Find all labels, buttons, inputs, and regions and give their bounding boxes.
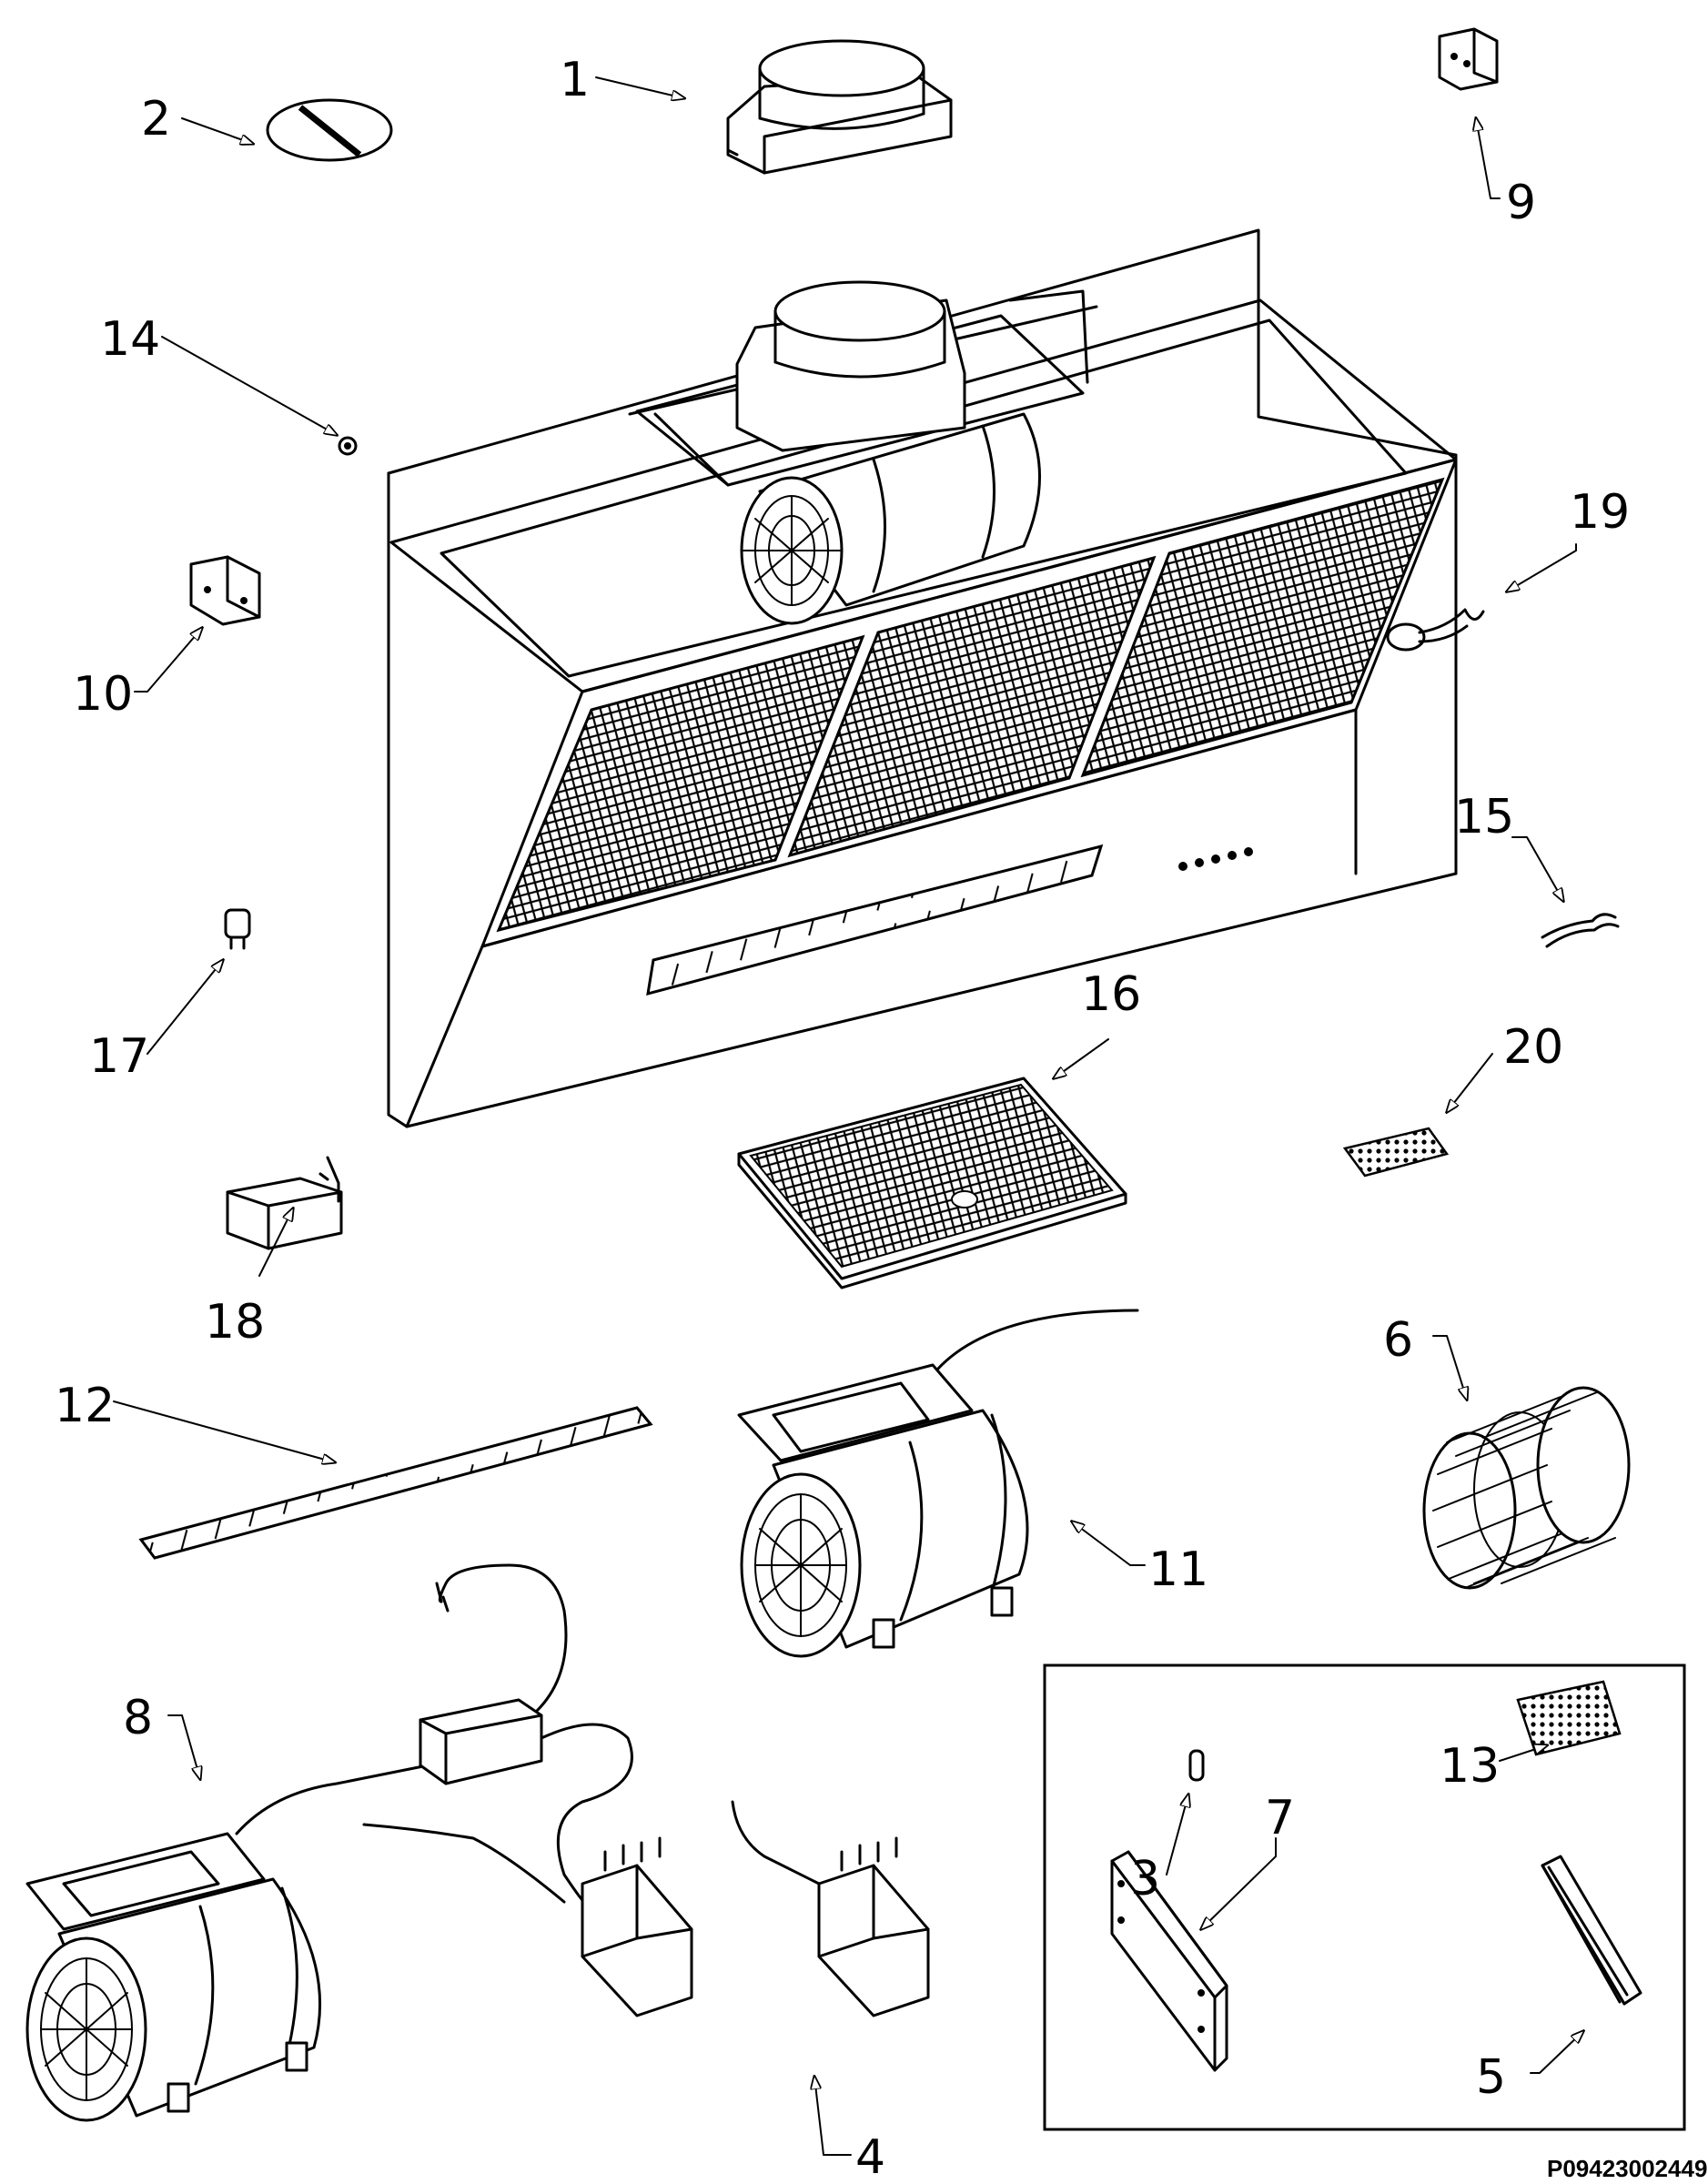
part-labels: 1 2 3 4 5 6 7 8 9 10 11 12 13 14 15 16 1… xyxy=(55,53,1707,2184)
label-4: 4 xyxy=(855,2130,885,2184)
part-3-pin xyxy=(1188,1749,1205,1782)
part-19-lamp xyxy=(1386,608,1485,652)
part-4-connector xyxy=(731,1800,930,2017)
part-17-bulb xyxy=(224,908,251,950)
drawing-code: P09423002449 xyxy=(1547,2155,1707,2182)
part-11-motor xyxy=(737,1309,1139,1658)
label-5: 5 xyxy=(1476,2050,1506,2105)
part-14-nut xyxy=(338,436,358,456)
part-18-box xyxy=(226,1156,343,1250)
label-13: 13 xyxy=(1440,1739,1500,1794)
part-8-motor xyxy=(25,1563,693,2122)
label-15: 15 xyxy=(1454,790,1514,844)
label-8: 8 xyxy=(123,1691,153,1745)
part-1-spigot xyxy=(726,39,953,175)
part-7-control-panel xyxy=(1110,1850,1228,2072)
part-9-bracket xyxy=(1438,27,1499,91)
label-12: 12 xyxy=(55,1379,115,1433)
label-2: 2 xyxy=(141,92,171,147)
part-12-glass-strip xyxy=(138,1406,653,1560)
part-6-impeller xyxy=(1422,1386,1631,1590)
label-7: 7 xyxy=(1265,1791,1295,1845)
label-16: 16 xyxy=(1081,967,1141,1022)
control-buttons xyxy=(1178,847,1253,871)
cooker-hood-main xyxy=(387,228,1458,1128)
kit-box xyxy=(1043,1663,1686,2131)
label-14: 14 xyxy=(100,312,160,367)
part-5-frame xyxy=(1541,1855,1642,2006)
label-1: 1 xyxy=(560,53,590,107)
part-15-clip xyxy=(1541,913,1620,948)
label-20: 20 xyxy=(1503,1020,1563,1075)
part-2-disc xyxy=(266,98,393,162)
part-16-grease-filter xyxy=(737,1077,1127,1289)
part-10-bracket xyxy=(189,555,261,626)
label-10: 10 xyxy=(73,667,133,722)
leader-lines xyxy=(113,76,1583,2156)
label-19: 19 xyxy=(1570,485,1630,540)
label-3: 3 xyxy=(1130,1852,1160,1906)
label-17: 17 xyxy=(89,1029,149,1084)
label-18: 18 xyxy=(205,1295,265,1350)
part-20-circuit-board xyxy=(1342,1127,1450,1178)
label-9: 9 xyxy=(1506,176,1536,230)
part-13-circuit-board xyxy=(1516,1680,1622,1756)
label-11: 11 xyxy=(1148,1542,1208,1597)
label-6: 6 xyxy=(1383,1313,1413,1368)
